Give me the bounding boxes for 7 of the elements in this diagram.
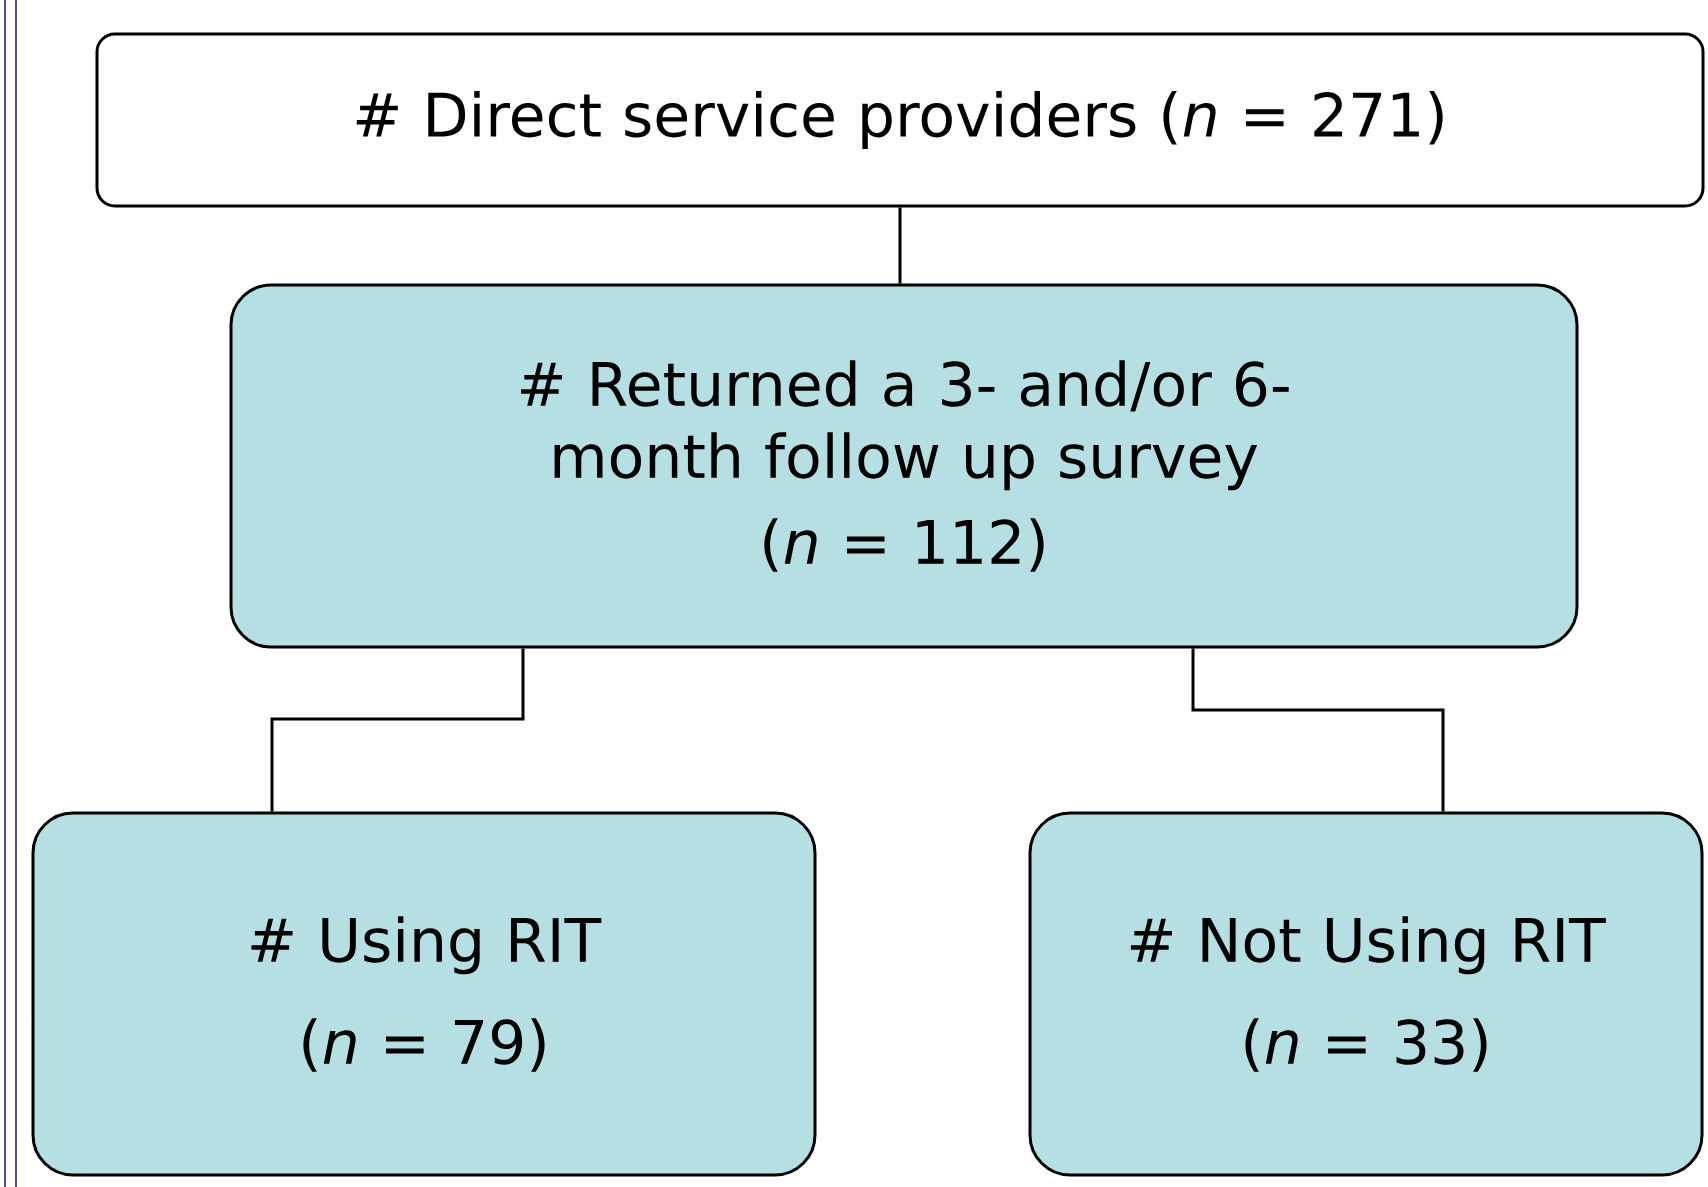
connector-line [898, 207, 902, 284]
flow-box: # Returned a 3- and/or 6-month follow up survey (n = 112) [229, 283, 1579, 649]
flow-box: # Not Using RIT (n = 33) [1028, 811, 1704, 1177]
connector-line [1191, 648, 1445, 812]
connector-line [270, 648, 525, 812]
flow-box: # Using RIT (n = 79) [31, 811, 817, 1177]
title-box: # Direct service providers (n = 271) [95, 32, 1705, 208]
